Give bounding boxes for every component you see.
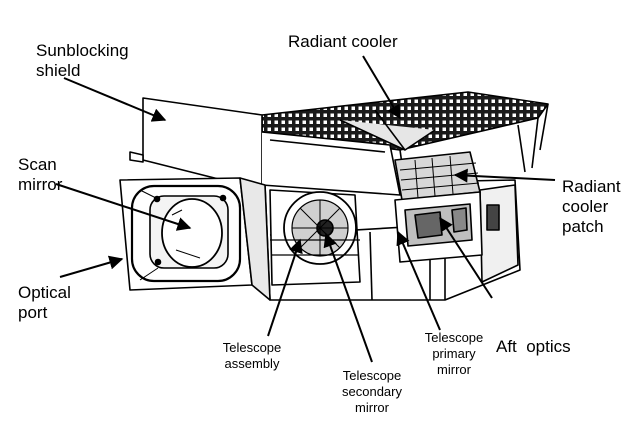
label-line: mirror — [437, 362, 471, 377]
label-line: secondary — [342, 384, 402, 399]
arrow-scan-mirror — [55, 183, 192, 231]
label-line: Telescope — [342, 368, 402, 383]
label-line: Radiant cooler — [288, 32, 398, 51]
label-line: cooler — [562, 197, 609, 216]
label-line: Scan — [18, 155, 57, 174]
label-line: mirror — [18, 175, 63, 194]
arrow-telescope-assembly — [267, 238, 303, 337]
label-line: Aft optics — [496, 337, 571, 356]
label-line: Sunblocking — [36, 41, 129, 60]
label-telescope-secondary-mirror: Telescope secondary mirror — [330, 368, 414, 416]
label-telescope-primary-mirror: Telescope primary mirror — [413, 330, 495, 378]
arrow-optical-port — [59, 255, 124, 278]
label-line: shield — [36, 61, 81, 80]
label-line: Telescope — [424, 330, 484, 345]
label-aft-optics: Aft optics — [496, 297, 571, 397]
scan-mirror-disk — [161, 198, 223, 268]
label-line: patch — [562, 217, 604, 236]
label-line: primary — [432, 346, 476, 361]
label-line: assembly — [224, 356, 280, 371]
label-line: Telescope — [222, 340, 282, 355]
arrow-telescope-primary-mirror — [396, 230, 441, 331]
label-line: Radiant — [562, 177, 621, 196]
label-radiant-cooler-patch: Radiant cooler patch — [562, 177, 621, 237]
arrow-telescope-secondary-mirror — [323, 232, 373, 363]
arrow-radiant-cooler-patch — [453, 168, 556, 183]
label-radiant-cooler: Radiant cooler — [288, 32, 398, 52]
label-sunblocking-shield: Sunblocking shield — [36, 41, 129, 81]
arrow-radiant-cooler — [362, 55, 401, 120]
arrow-sunblocking-shield — [63, 77, 167, 122]
label-telescope-assembly: Telescope assembly — [211, 340, 293, 372]
label-line: Optical — [18, 283, 71, 302]
arrow-aft-optics — [439, 216, 493, 299]
sunblocking-shield-panel — [142, 97, 263, 191]
instrument-body — [119, 91, 549, 301]
leader-lines — [55, 55, 556, 363]
label-scan-mirror: Scan mirror — [18, 155, 62, 195]
label-line: mirror — [355, 400, 389, 415]
label-optical-port: Optical port — [18, 283, 71, 323]
label-line: port — [18, 303, 48, 322]
